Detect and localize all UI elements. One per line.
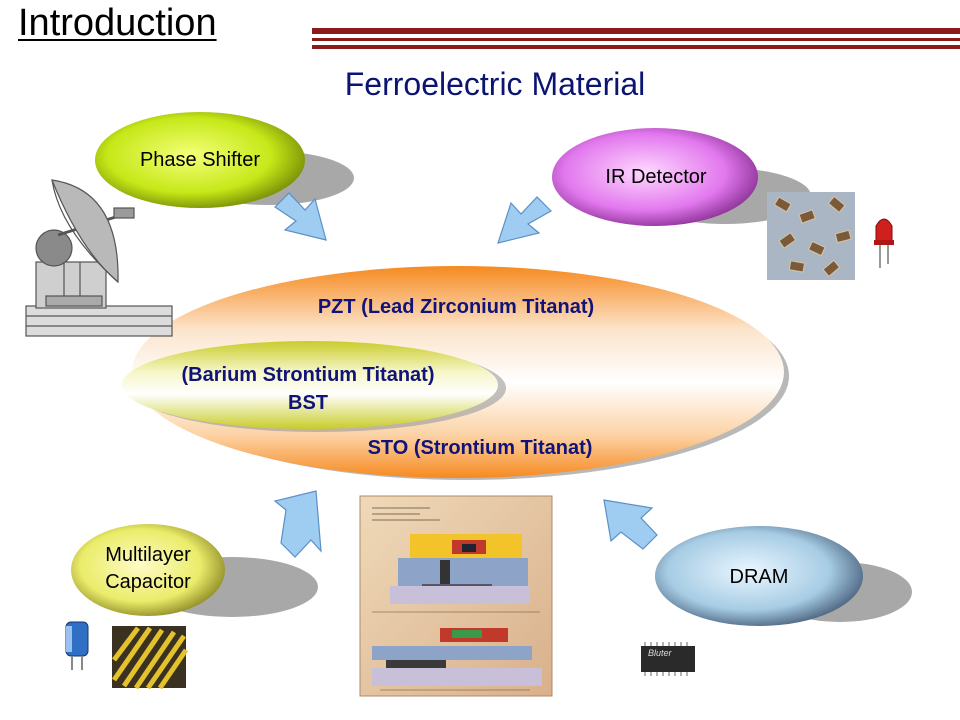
dram-oval xyxy=(655,526,863,626)
arrow-dram xyxy=(603,499,658,550)
multilayer-oval xyxy=(71,524,225,616)
phase-shifter-oval xyxy=(95,112,305,208)
arrow-ir-detector xyxy=(497,196,552,244)
diagram-subtitle: Ferroelectric Material xyxy=(344,66,646,102)
phase-shifter-label: Phase Shifter xyxy=(139,149,261,171)
ir-detector-oval xyxy=(552,128,758,226)
arrows xyxy=(273,192,658,558)
arrow-phase-shifter xyxy=(274,192,327,241)
satellite-dish-icon xyxy=(25,179,173,337)
arrow-multilayer xyxy=(273,490,322,558)
bst-label-line2: BST xyxy=(288,392,328,414)
title-rule-top xyxy=(312,28,960,34)
bst-label-line1: (Barium Strontium Titanat) xyxy=(181,364,435,386)
memory-chip-icon xyxy=(641,642,695,676)
pzt-label: PZT (Lead Zirconium Titanat) xyxy=(317,296,595,318)
multilayer-capacitor-photo-icon xyxy=(111,626,189,690)
title-rule-middle xyxy=(312,38,960,41)
ir-detector-label: IR Detector xyxy=(605,166,707,188)
led-icon xyxy=(874,218,894,268)
dram-cross-section-document xyxy=(359,495,553,697)
sto-label: STO (Strontium Titanat) xyxy=(367,437,593,459)
memory-chip-label: Bluter xyxy=(648,648,672,658)
multilayer-label-line1: Multilayer xyxy=(105,544,191,566)
slide-title: Introduction xyxy=(18,2,217,44)
dram-label: DRAM xyxy=(729,566,789,588)
multilayer-label-line2: Capacitor xyxy=(105,571,191,593)
smd-capacitors-icon xyxy=(767,192,855,280)
bst-ellipse xyxy=(122,341,498,429)
title-rule-bottom xyxy=(312,45,960,49)
electrolytic-capacitor-icon xyxy=(65,621,89,670)
